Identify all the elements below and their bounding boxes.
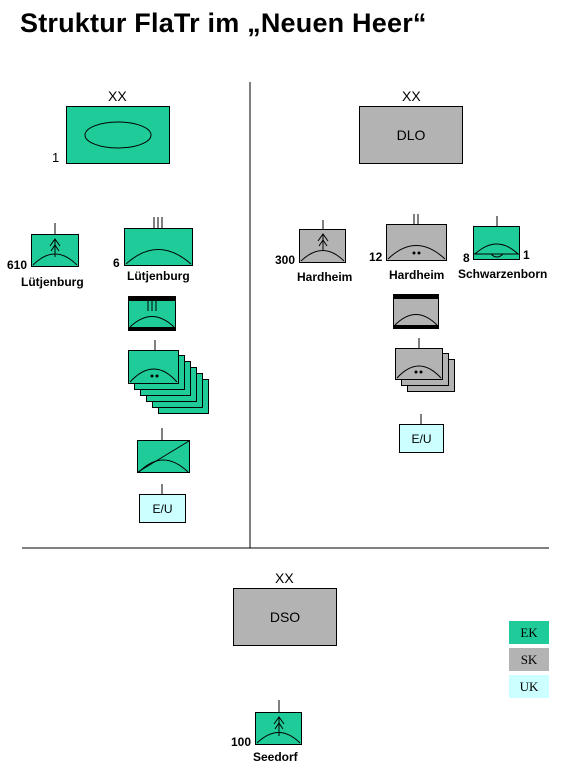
unit-hq-battalion-right: [393, 294, 439, 330]
air-defense-battery-icon: [299, 220, 346, 263]
dso-echelon: XX: [275, 570, 294, 586]
unit-300: [299, 220, 347, 264]
air-defense-battery-icon: [31, 223, 79, 267]
air-defense-battalion-icon: [473, 216, 520, 260]
unit-8: [473, 216, 521, 262]
unit-1-number: 1: [523, 248, 530, 262]
air-defense-regiment-icon: [386, 214, 447, 261]
unit-100-number: 100: [231, 735, 252, 749]
eu-left-box: E/U: [139, 494, 186, 523]
unit-610: [31, 223, 79, 267]
support-unit-icon: [137, 428, 190, 473]
unit-hq-battalion: [128, 296, 176, 332]
battery-stack-icon: [128, 340, 209, 414]
dlo-box: DLO: [359, 106, 463, 164]
unit-6-number: 6: [113, 256, 120, 270]
unit-100: [255, 700, 303, 746]
dso-box: DSO: [233, 588, 337, 646]
unit-6-location: Lütjenburg: [127, 269, 190, 283]
div1-number: 1: [52, 150, 60, 165]
hq-battalion-icon: [128, 296, 176, 331]
unit-12-number: 12: [369, 250, 383, 264]
unit-300-number: 300: [275, 253, 296, 267]
unit-6: [124, 217, 194, 267]
battery-stack-icon: [395, 338, 455, 392]
armor-ellipse-icon: [84, 121, 152, 149]
unit-batteries-stack-right: [395, 338, 457, 394]
unit-support-left: [137, 428, 191, 474]
legend-ek: EK: [509, 621, 549, 644]
air-defense-battery-icon: [255, 700, 302, 745]
unit-100-location: Seedorf: [253, 750, 298, 764]
div1-symbol: [66, 106, 170, 164]
eu-right-box: E/U: [399, 424, 444, 453]
unit-12-location: Hardheim: [389, 268, 445, 282]
legend-sk: SK: [509, 648, 549, 671]
div1-echelon: XX: [108, 88, 127, 104]
unit-300-location: Hardheim: [297, 270, 353, 284]
legend-uk: UK: [509, 675, 549, 698]
unit-610-number: 610: [7, 258, 28, 272]
unit-12: [386, 214, 448, 262]
hq-battalion-icon: [393, 294, 439, 329]
air-defense-regiment-icon: [124, 217, 193, 266]
unit-610-location: Lütjenburg: [21, 275, 84, 289]
unit-1-location: Schwarzenborn: [458, 267, 548, 281]
dlo-echelon: XX: [402, 88, 421, 104]
unit-8-number: 8: [463, 251, 470, 265]
page-title: Struktur FlaTr im „Neuen Heer“: [20, 8, 427, 38]
unit-batteries-stack: [128, 340, 212, 418]
